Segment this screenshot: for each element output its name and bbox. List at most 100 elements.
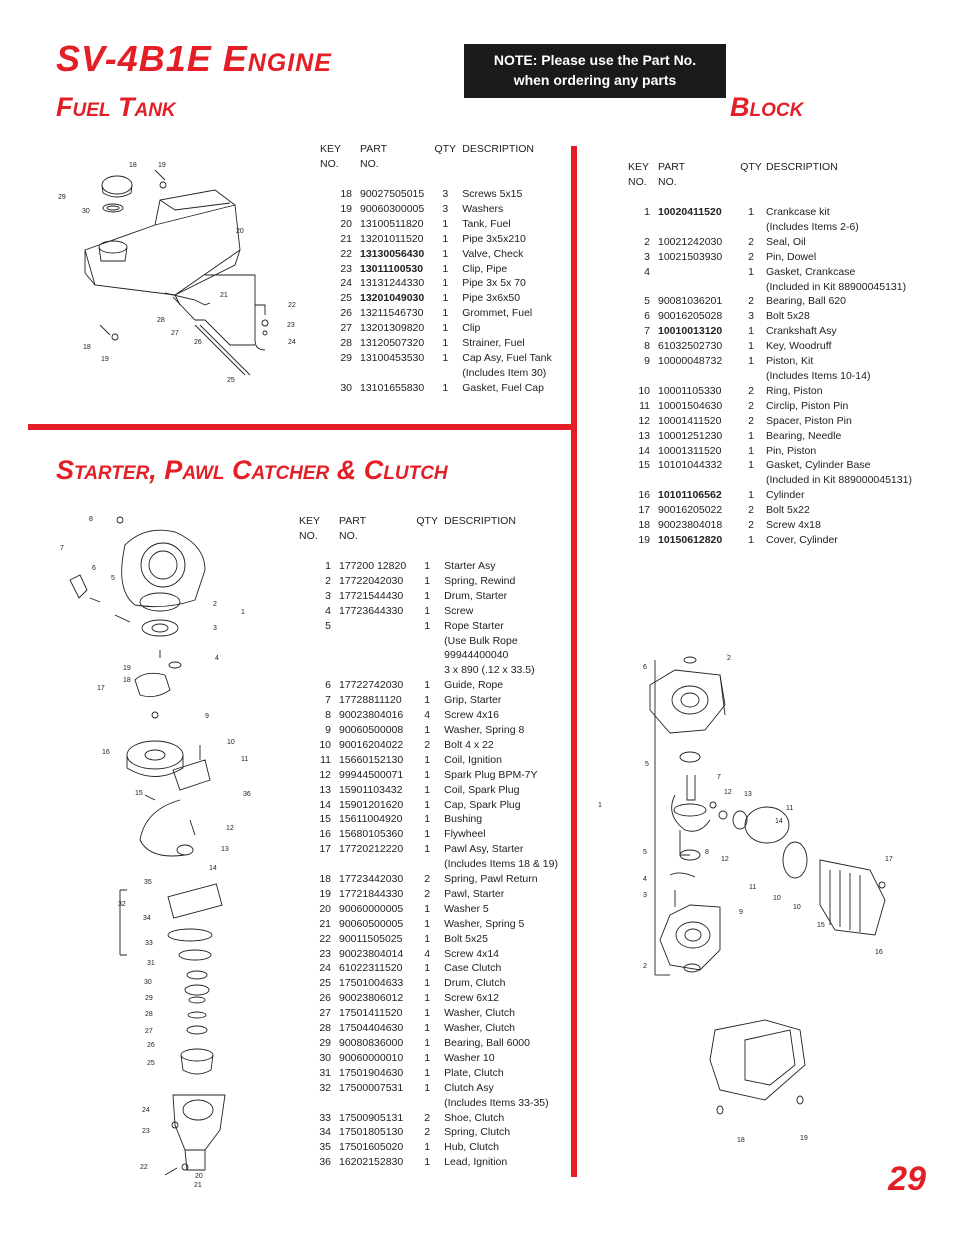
- qty-cell: 1: [442, 322, 449, 335]
- qty-cell: [736, 280, 766, 295]
- qty-cell: 1: [442, 307, 449, 320]
- qty-cell: [410, 1096, 444, 1111]
- header-qty: QTY: [416, 515, 438, 527]
- qty-cell: 1: [748, 444, 754, 457]
- header-part: PART: [658, 161, 686, 173]
- part-number-cell: 15901201620: [339, 798, 404, 811]
- callout-block-5: 5: [645, 761, 649, 768]
- table-row: (Includes Items 33-35): [299, 1096, 564, 1111]
- block-title: Block: [730, 92, 804, 122]
- part-number-cell: 17501004633: [339, 977, 404, 990]
- part-number-cell: 90027505015: [360, 188, 425, 200]
- part-number-cell: 15680105360: [339, 828, 404, 841]
- key-cell: 36: [319, 1156, 331, 1169]
- header-key: KEY: [628, 161, 650, 173]
- description-cell: Screw 6x12: [444, 992, 500, 1005]
- description-cell: Coil, Ignition: [444, 753, 502, 766]
- callout-starter-3: 3: [213, 625, 217, 632]
- block-diagram: . 6 2 5 7 12 13 11 14 1 8 5 12 4 11 10 1…: [598, 650, 893, 1144]
- description-cell: Pawl, Starter: [444, 887, 505, 900]
- key-cell: 1: [325, 560, 331, 572]
- qty-cell: 2: [424, 738, 431, 751]
- key-cell: [299, 1096, 339, 1111]
- qty-cell: 3: [442, 202, 449, 215]
- part-number-cell: 90011505025: [339, 932, 403, 945]
- callout-starter-19: 19: [123, 665, 131, 672]
- part-number-cell: [339, 663, 410, 678]
- key-cell: 2: [644, 235, 650, 248]
- qty-cell: 1: [442, 292, 449, 305]
- description-cell: Cap, Spark Plug: [444, 798, 521, 811]
- description-cell: Ring, Piston: [766, 384, 823, 397]
- part-number-cell: [339, 619, 410, 634]
- header-key-no: NO.: [628, 176, 647, 188]
- qty-cell: 1: [442, 262, 449, 275]
- part-number-cell: [360, 366, 428, 381]
- key-cell: 10: [319, 738, 331, 751]
- qty-cell: 1: [748, 533, 754, 546]
- description-cell: Bolt 5x25: [444, 932, 488, 945]
- part-number-cell: 17501605020: [339, 1141, 404, 1154]
- key-cell: 5: [325, 619, 331, 632]
- key-cell: 13: [638, 429, 650, 442]
- callout-starter-17: 17: [97, 685, 105, 692]
- key-cell: 24: [340, 277, 352, 290]
- callout-fuel-18b: 18: [83, 344, 91, 351]
- qty-cell: 4: [424, 709, 431, 722]
- qty-cell: 2: [748, 504, 754, 517]
- qty-cell: 2: [424, 1126, 431, 1139]
- table-header-row-2: NO. NO.: [320, 157, 562, 172]
- callout-fuel-29: 29: [58, 194, 66, 201]
- callout-starter-21: 21: [194, 1182, 202, 1189]
- qty-cell: 1: [424, 828, 431, 841]
- part-number-cell: 10150612820: [658, 533, 723, 546]
- part-number-cell: 13120507320: [360, 337, 425, 350]
- part-number-cell: 17721544430: [339, 589, 404, 602]
- part-number-cell: [658, 369, 736, 384]
- callout-block-10b: 10: [793, 904, 801, 911]
- callout-starter-30: 30: [144, 979, 152, 986]
- description-cell: Clip: [462, 322, 481, 335]
- callout-block-4: 4: [643, 876, 647, 883]
- key-cell: 10: [638, 384, 650, 397]
- qty-cell: 2: [748, 235, 754, 248]
- qty-cell: [410, 663, 444, 678]
- qty-cell: 1: [748, 355, 754, 368]
- description-cell: Spring, Pawl Return: [444, 873, 538, 886]
- description-cell: Bearing, Ball 620: [766, 295, 846, 308]
- header-key-no: NO.: [299, 530, 318, 542]
- qty-cell: [428, 366, 462, 381]
- qty-cell: 1: [424, 813, 431, 826]
- description-cell: Washer 10: [444, 1051, 495, 1064]
- callout-fuel-21: 21: [220, 292, 228, 299]
- callout-fuel-22: 22: [288, 302, 296, 309]
- qty-cell: 1: [442, 277, 449, 290]
- callout-fuel-25: 25: [227, 377, 235, 384]
- table-row: (Includes Items 2-6): [628, 220, 912, 235]
- callout-block-6: 6: [643, 664, 647, 671]
- qty-cell: 1: [442, 232, 449, 245]
- callout-fuel-30: 30: [82, 208, 90, 215]
- description-cell: Crankshaft Asy: [766, 325, 837, 338]
- description-cell: Grip, Starter: [444, 694, 502, 707]
- qty-cell: 1: [424, 560, 431, 572]
- qty-cell: 1: [424, 1066, 431, 1079]
- description-cell: Lead, Ignition: [444, 1156, 508, 1169]
- qty-cell: 1: [424, 604, 431, 617]
